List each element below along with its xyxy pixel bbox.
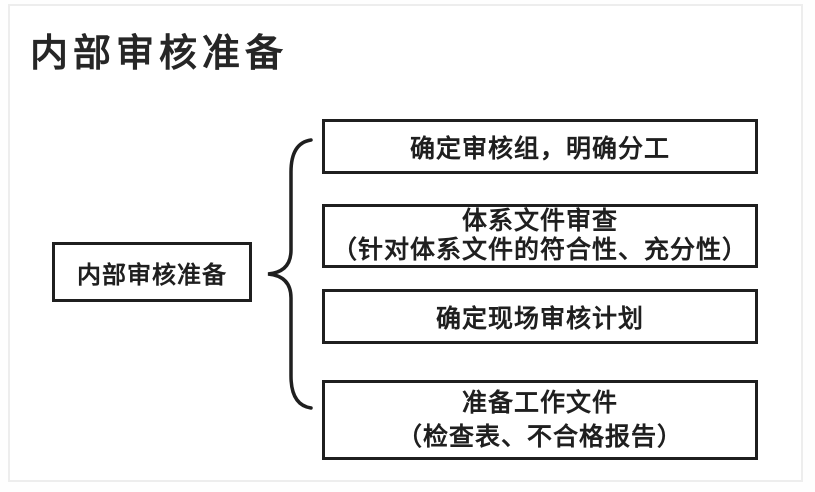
curly-brace-icon xyxy=(267,138,313,410)
branch-box-document-review: 体系文件审查 （针对体系文件的符合性、充分性） xyxy=(322,204,758,268)
branch-line: 确定现场审核计划 xyxy=(435,304,644,333)
branch-line: 准备工作文件 xyxy=(461,389,618,417)
root-node-label: 内部审核准备 xyxy=(77,261,227,289)
branch-line: 体系文件审查 xyxy=(461,207,618,235)
branch-box-working-documents: 准备工作文件 （检查表、不合格报告） xyxy=(322,380,758,460)
branch-line: （检查表、不合格报告） xyxy=(396,423,683,451)
branch-line: （针对体系文件的符合性、充分性） xyxy=(331,236,748,264)
branch-box-audit-team: 确定审核组，明确分工 xyxy=(322,119,758,174)
branch-line: 确定审核组，明确分工 xyxy=(409,134,670,163)
page-title: 内部审核准备 xyxy=(30,33,289,75)
root-node-box: 内部审核准备 xyxy=(52,242,252,302)
branch-box-onsite-plan: 确定现场审核计划 xyxy=(322,289,758,344)
